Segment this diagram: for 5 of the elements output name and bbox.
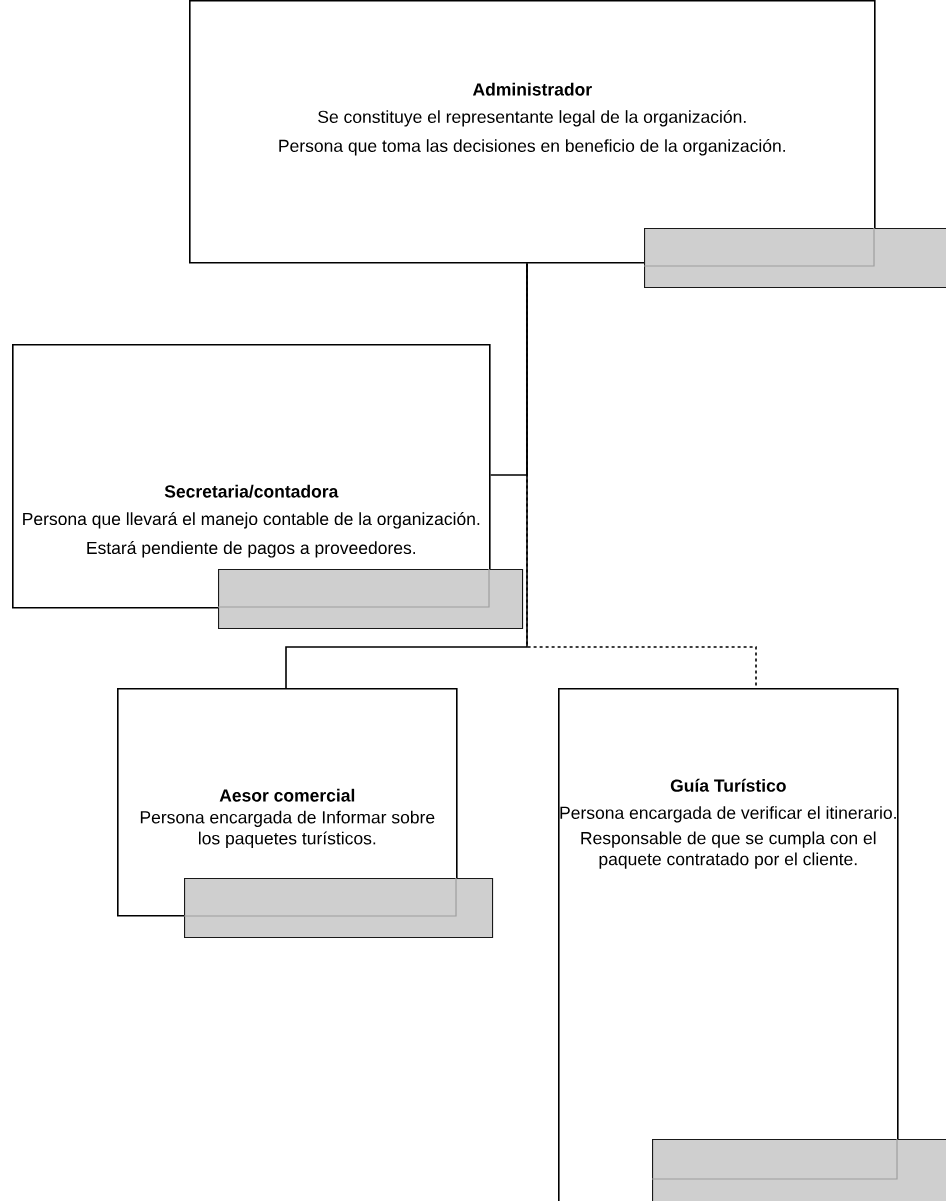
connector-line bbox=[285, 262, 528, 689]
name-plate bbox=[651, 1138, 946, 1201]
name-plate bbox=[183, 877, 494, 939]
name-plate bbox=[643, 227, 946, 289]
name-plate bbox=[217, 568, 524, 630]
